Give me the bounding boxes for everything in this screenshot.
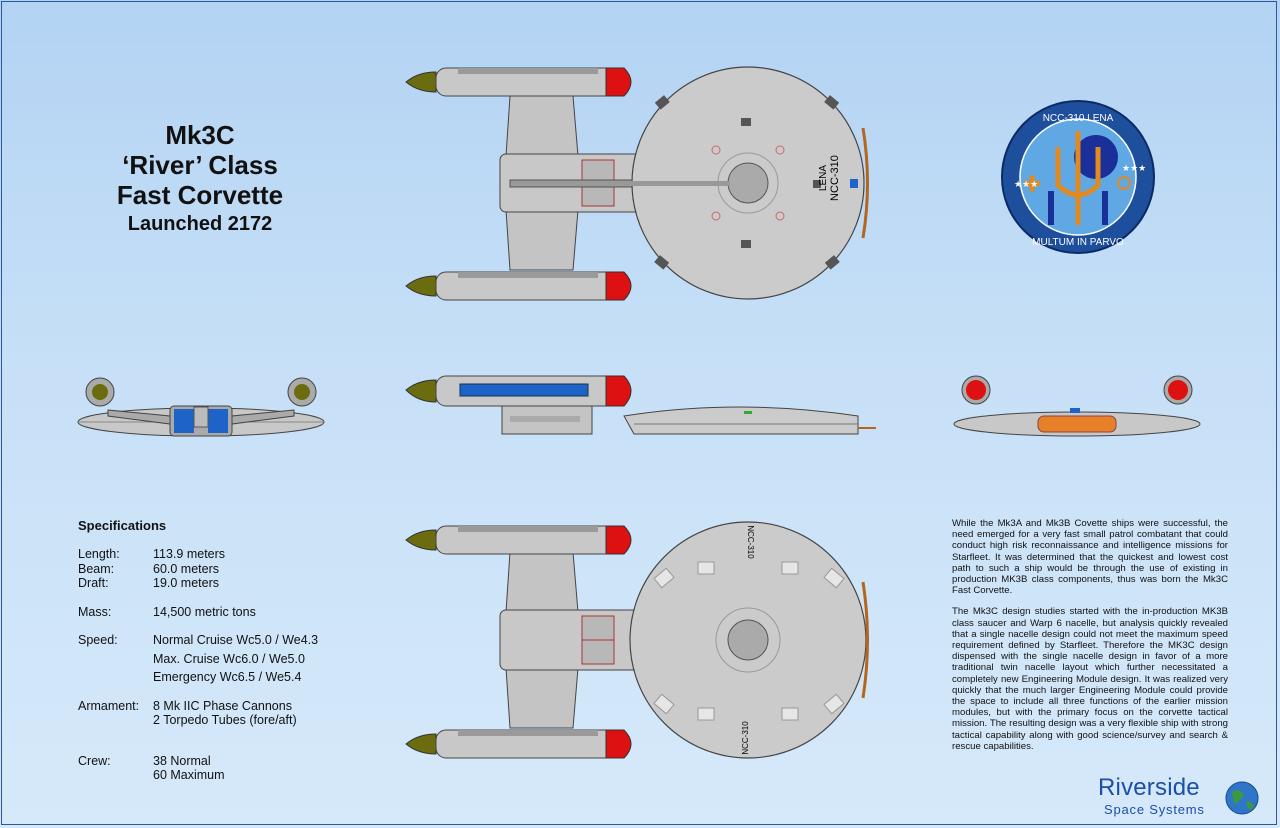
ship-title: Mk3C ‘River’ Class Fast Corvette Launche… bbox=[60, 120, 340, 238]
specifications-panel: Specifications Length:113.9 meters Beam:… bbox=[78, 518, 378, 783]
mission-patch: NCC-310 LENA MULTUM IN PARVO ★★★ ★★★ bbox=[1001, 100, 1155, 254]
ventral-registry-bottom: NCC-310 bbox=[741, 721, 750, 755]
ventral-registry-top: NCC-310 bbox=[746, 525, 755, 559]
brand-logo: Riverside Space Systems bbox=[1098, 774, 1205, 817]
patch-stars-left: ★★★ bbox=[1014, 180, 1038, 190]
patch-bottom-text: MULTUM IN PARVO bbox=[1032, 237, 1124, 248]
ship-side-view bbox=[405, 375, 876, 435]
hull-registry-text: NCC-310 bbox=[829, 155, 841, 201]
spec-crew-max: 60 Maximum bbox=[153, 768, 225, 782]
title-type: Fast Corvette bbox=[116, 180, 284, 210]
specs-heading: Specifications bbox=[78, 518, 167, 533]
ship-rear-view bbox=[953, 375, 1201, 437]
spec-beam: Beam:60.0 meters bbox=[78, 561, 220, 576]
spec-mass: Mass:14,500 metric tons bbox=[78, 604, 256, 619]
spec-armament: Armament:8 Mk IIC Phase Cannons bbox=[78, 698, 292, 713]
ship-front-view bbox=[77, 377, 325, 437]
brand-subtitle: Space Systems bbox=[1104, 802, 1205, 817]
title-class: ‘River’ Class bbox=[122, 150, 278, 180]
spec-crew: Crew:38 Normal bbox=[78, 753, 211, 768]
description-paragraph-2: The Mk3C design studies started with the… bbox=[952, 606, 1228, 752]
ship-top-view: LENA NCC-310 bbox=[405, 66, 869, 301]
spec-speed-emergency: Emergency Wc6.5 / We5.4 bbox=[153, 670, 302, 684]
patch-stars-right: ★★★ bbox=[1122, 164, 1146, 174]
globe-icon bbox=[1225, 781, 1259, 815]
spec-length: Length:113.9 meters bbox=[78, 547, 226, 561]
description-text: While the Mk3A and Mk3B Covette ships we… bbox=[952, 518, 1228, 762]
ship-bottom-view: NCC-310 NCC-310 bbox=[405, 521, 869, 759]
spec-speed: Speed:Normal Cruise Wc5.0 / We4.3 bbox=[78, 633, 319, 647]
title-launched: Launched 2172 bbox=[127, 213, 273, 235]
spec-draft: Draft:19.0 meters bbox=[78, 576, 220, 590]
description-paragraph-1: While the Mk3A and Mk3B Covette ships we… bbox=[952, 518, 1228, 597]
title-designation: Mk3C bbox=[165, 120, 235, 150]
patch-top-text: NCC-310 LENA bbox=[1043, 113, 1114, 124]
hull-name-text: LENA bbox=[818, 165, 829, 191]
spec-speed-max: Max. Cruise Wc6.0 / We5.0 bbox=[153, 651, 305, 666]
brand-name: Riverside bbox=[1098, 774, 1200, 801]
spec-armament-2: 2 Torpedo Tubes (fore/aft) bbox=[153, 713, 297, 727]
